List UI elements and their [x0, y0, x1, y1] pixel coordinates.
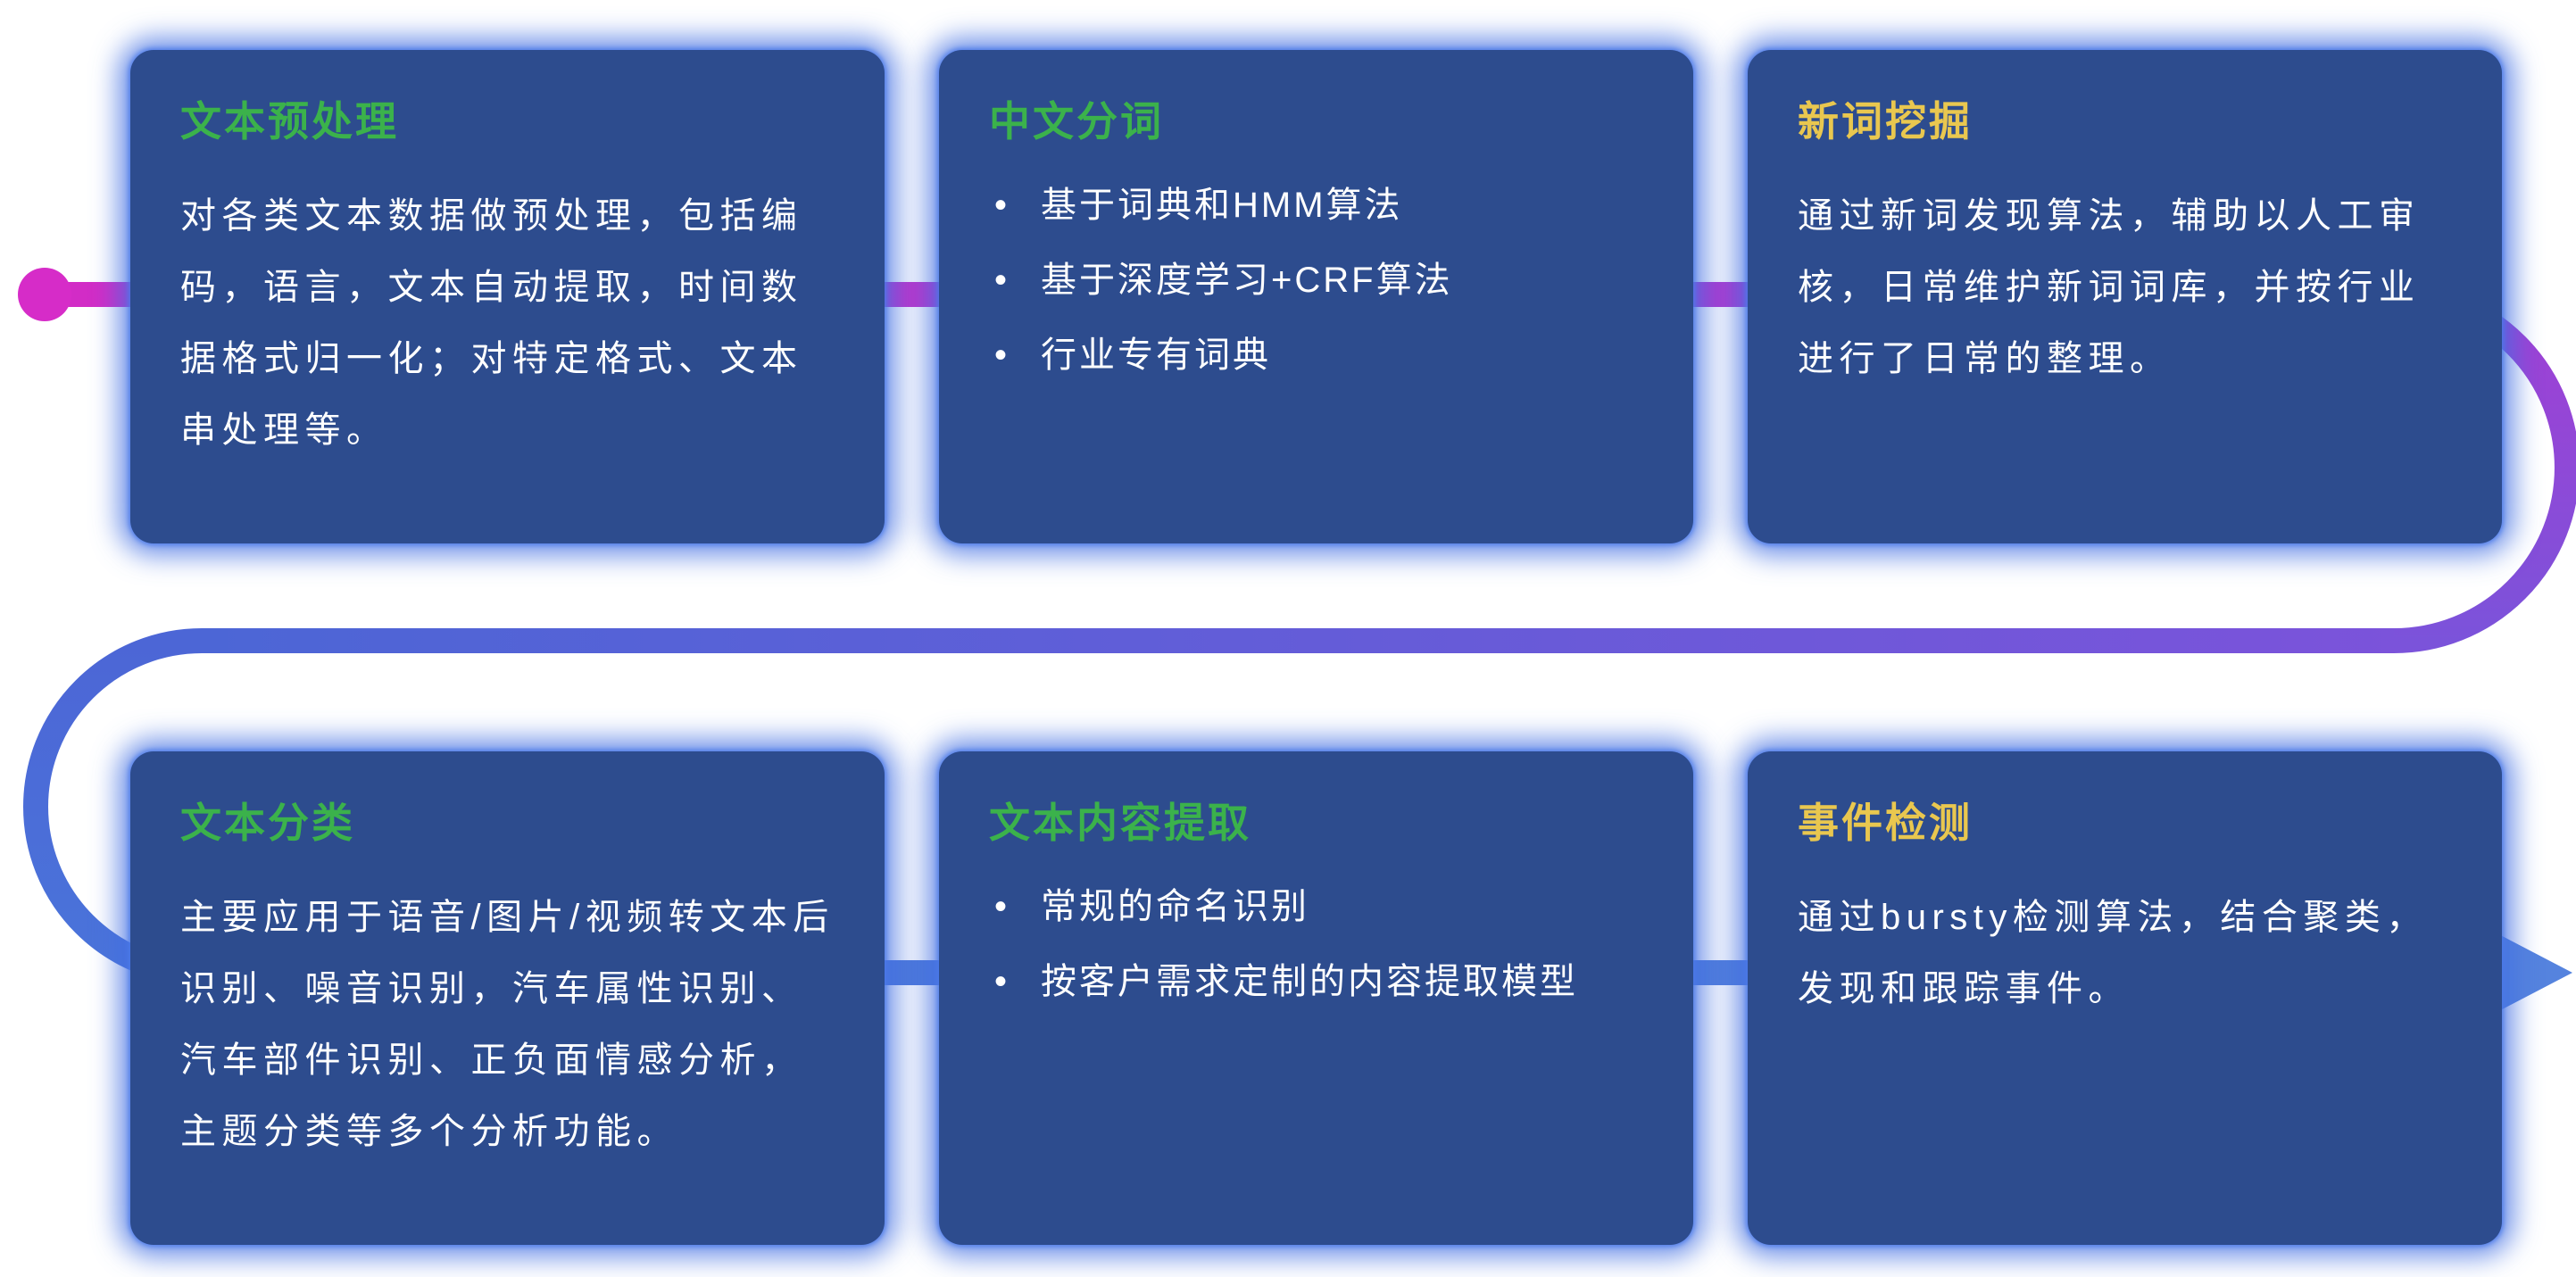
card-new-word-mining: 新词挖掘 通过新词发现算法，辅助以人工审核，日常维护新词词库，并按行业进行了日常…	[1748, 50, 2502, 543]
card-title: 事件检测	[1798, 800, 1973, 846]
bullet-item: 常规的命名识别	[989, 882, 1643, 932]
card-text-preprocessing: 文本预处理 对各类文本数据做预处理，包括编码，语言，文本自动提取，时间数据格式归…	[130, 50, 885, 543]
card-title: 文本预处理	[180, 98, 399, 145]
card-bullet-list: 常规的命名识别 按客户需求定制的内容提取模型	[989, 882, 1643, 1007]
flow-end-arrow-icon	[2490, 930, 2572, 1016]
card-body: 对各类文本数据做预处理，包括编码，语言，文本自动提取，时间数据格式归一化；对特定…	[180, 196, 803, 450]
card-event-detection: 事件检测 通过bursty检测算法，结合聚类，发现和跟踪事件。	[1748, 751, 2502, 1245]
card-bullet-list: 基于词典和HMM算法 基于深度学习+CRF算法 行业专有词典	[989, 180, 1643, 380]
card-title: 中文分词	[989, 98, 1164, 145]
card-body: 通过新词发现算法，辅助以人工审核，日常维护新词词库，并按行业进行了日常的整理。	[1798, 196, 2421, 378]
card-text-content-extraction: 文本内容提取 常规的命名识别 按客户需求定制的内容提取模型	[939, 751, 1693, 1245]
bullet-item: 基于词典和HMM算法	[989, 180, 1643, 230]
bullet-item: 基于深度学习+CRF算法	[989, 255, 1643, 305]
card-body: 通过bursty检测算法，结合聚类，发现和跟踪事件。	[1798, 898, 2428, 1008]
bullet-item: 按客户需求定制的内容提取模型	[989, 957, 1643, 1007]
bullet-item: 行业专有词典	[989, 330, 1643, 380]
card-title: 文本分类	[180, 800, 355, 846]
card-title: 文本内容提取	[989, 800, 1251, 846]
card-title: 新词挖掘	[1798, 98, 1973, 145]
card-body: 主要应用于语音/图片/视频转文本后识别、噪音识别，汽车属性识别、汽车部件识别、正…	[180, 898, 835, 1151]
flow-left-uturn	[23, 628, 203, 985]
card-chinese-word-segmentation: 中文分词 基于词典和HMM算法 基于深度学习+CRF算法 行业专有词典	[939, 50, 1693, 543]
card-text-classification: 文本分类 主要应用于语音/图片/视频转文本后识别、噪音识别，汽车属性识别、汽车部…	[130, 751, 885, 1245]
flow-start-dot-icon	[18, 268, 71, 321]
